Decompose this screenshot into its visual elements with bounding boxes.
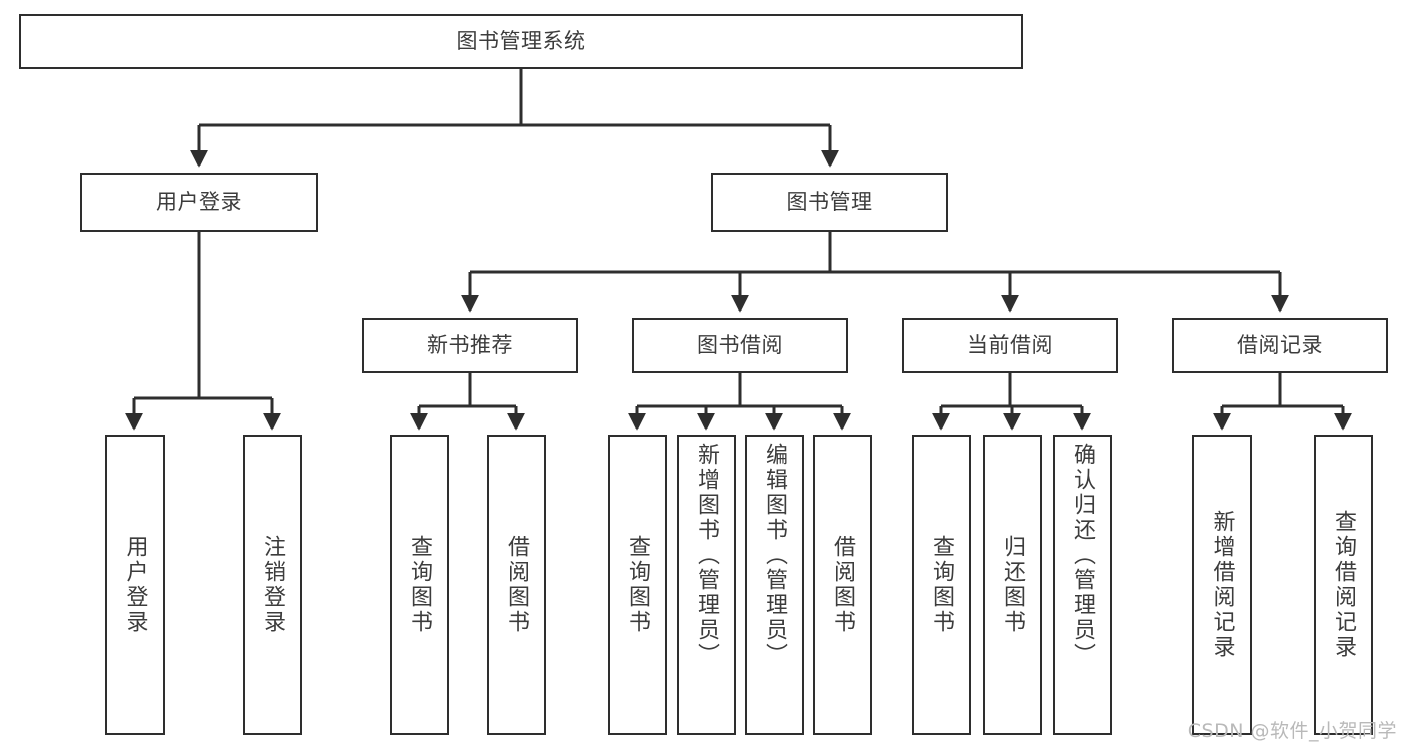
node-leaf-query-book-1[interactable]: 查询图书 [390,435,449,735]
node-leaf-borrow-book-2-label: 借阅图书 [830,535,856,635]
node-borrow-record-label: 借阅记录 [1237,333,1323,358]
node-leaf-add-book[interactable]: 新增图书（管理员） [677,435,736,735]
node-current-borrow[interactable]: 当前借阅 [902,318,1118,373]
node-leaf-borrow-book-2[interactable]: 借阅图书 [813,435,872,735]
node-leaf-return-book[interactable]: 归还图书 [983,435,1042,735]
watermark: CSDN @软件_小贺同学 [1187,720,1397,742]
node-leaf-user-login-label: 用户登录 [122,535,148,635]
node-leaf-query-book-3[interactable]: 查询图书 [912,435,971,735]
node-borrow-record[interactable]: 借阅记录 [1172,318,1388,373]
node-root-label: 图书管理系统 [456,29,586,54]
node-leaf-add-book-label: 新增图书（管理员） [694,443,720,668]
node-user-login[interactable]: 用户登录 [80,173,318,232]
node-leaf-query-record[interactable]: 查询借阅记录 [1314,435,1373,735]
node-leaf-return-book-label: 归还图书 [1000,535,1026,635]
node-user-login-label: 用户登录 [156,190,242,215]
node-new-book-rec[interactable]: 新书推荐 [362,318,578,373]
node-book-borrow[interactable]: 图书借阅 [632,318,848,373]
node-leaf-query-book-1-label: 查询图书 [407,535,433,635]
node-current-borrow-label: 当前借阅 [967,333,1053,358]
node-leaf-logout[interactable]: 注销登录 [243,435,302,735]
node-book-borrow-label: 图书借阅 [697,333,783,358]
node-leaf-confirm-return[interactable]: 确认归还（管理员） [1053,435,1112,735]
node-leaf-borrow-book-1-label: 借阅图书 [504,535,530,635]
node-leaf-edit-book[interactable]: 编辑图书（管理员） [745,435,804,735]
node-leaf-query-book-2-label: 查询图书 [625,535,651,635]
node-leaf-borrow-book-1[interactable]: 借阅图书 [487,435,546,735]
node-leaf-confirm-return-label: 确认归还（管理员） [1070,443,1096,668]
node-leaf-logout-label: 注销登录 [260,535,286,635]
node-leaf-query-book-3-label: 查询图书 [929,535,955,635]
node-leaf-add-record[interactable]: 新增借阅记录 [1192,435,1252,735]
node-leaf-add-record-label: 新增借阅记录 [1209,510,1235,660]
node-leaf-query-book-2[interactable]: 查询图书 [608,435,667,735]
node-leaf-user-login[interactable]: 用户登录 [105,435,165,735]
node-book-manage[interactable]: 图书管理 [711,173,948,232]
node-leaf-query-record-label: 查询借阅记录 [1331,510,1357,660]
node-leaf-edit-book-label: 编辑图书（管理员） [762,443,788,668]
node-book-manage-label: 图书管理 [786,190,873,215]
node-root[interactable]: 图书管理系统 [19,14,1023,69]
node-new-book-rec-label: 新书推荐 [427,333,513,358]
